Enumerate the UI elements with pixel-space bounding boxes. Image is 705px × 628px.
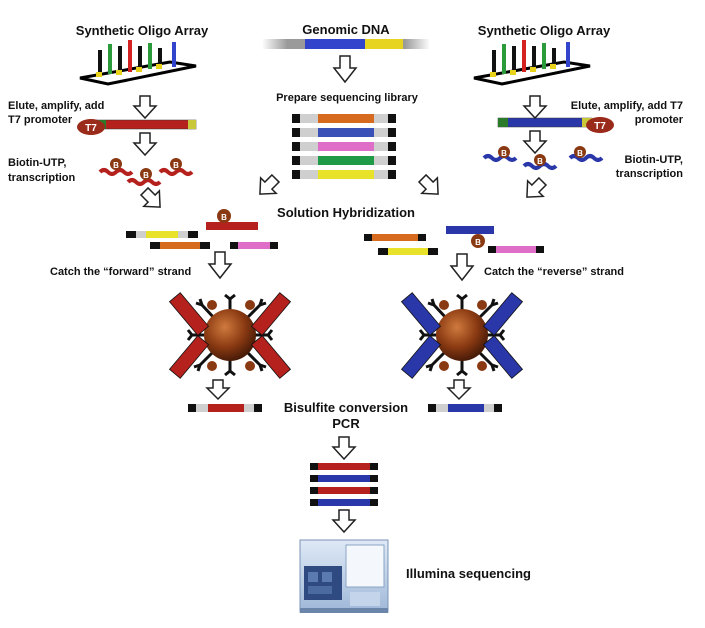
catch-reverse-label: Catch the “reverse” strand [484,266,624,278]
pcr-products [310,463,378,506]
left-biotin-rna-baits [98,158,194,186]
elute-right-line1: Elute, amplify, add T7 [571,100,683,112]
biotin-marker: B [221,213,227,222]
arrow-diagonal [417,173,439,195]
eluted-reverse-strand [428,404,502,412]
right-hybridization-fragments [364,226,544,255]
t7-label-right: T7 [594,121,606,132]
library-fragment [292,142,396,151]
right-oligo-array [473,40,591,86]
biotin-marker: B [113,161,119,170]
elute-left-line1: Elute, amplify, add [8,100,104,112]
left-hybridization-fragments [126,209,278,249]
labels: Synthetic Oligo Array Synthetic Oligo Ar… [8,22,684,581]
t7-label-left: T7 [85,123,97,134]
library-fragment [292,170,396,179]
bisulfite-label: Bisulfite conversion [284,400,408,415]
prepare-library-label: Prepare sequencing library [276,92,419,104]
arrow-diagonal [526,176,548,198]
arrow-diagonal [139,186,161,208]
sequencing-library [292,114,396,179]
biotin-left-line1: Biotin-UTP, [8,157,66,169]
flow-arrows [132,55,548,534]
arrow-down [522,130,548,155]
biotin-right-line2: transcription [616,168,684,180]
right-amplified-strand: T7 [497,117,614,133]
biotin-marker: B [173,161,179,170]
biotin-marker: B [577,149,583,158]
biotin-marker: B [501,149,507,158]
right-array-label: Synthetic Oligo Array [478,23,611,38]
library-fragment [292,128,396,137]
arrow-down [332,55,358,84]
arrow-down [522,95,548,120]
biotin-marker: B [475,238,481,247]
library-fragment [292,114,396,123]
solution-hybridization-label: Solution Hybridization [277,205,415,220]
arrow-down [449,253,475,282]
right-biotin-rna-baits [482,146,604,170]
catch-forward-label: Catch the “forward” strand [50,266,191,278]
arrow-down [331,509,357,534]
arrow-down [205,379,231,401]
pcr-label: PCR [332,416,360,431]
biotin-left-line2: transcription [8,172,76,184]
arrow-down [446,379,472,401]
biotin-marker: B [537,157,543,166]
left-array-label: Synthetic Oligo Array [76,23,209,38]
eluted-forward-strand [188,404,262,412]
arrow-down [132,95,158,120]
left-amplified-strand: T7 [77,119,197,135]
illumina-sequencer-image [299,539,389,613]
biotin-right-line1: Biotin-UTP, [625,154,683,166]
arrow-down [132,132,158,157]
genomic-dna-label: Genomic DNA [302,22,390,37]
elute-right-line2: promoter [635,114,684,126]
arrow-down [207,251,233,280]
right-streptavidin-bead [400,292,524,379]
left-oligo-array [79,40,197,86]
illumina-label: Illumina sequencing [406,566,531,581]
arrow-diagonal [259,173,281,195]
genomic-dna-strand [262,39,430,49]
biotin-marker: B [143,171,149,180]
elute-left-line2: T7 promoter [8,114,73,126]
arrow-down [331,436,357,461]
left-streptavidin-bead [168,292,292,379]
library-fragment [292,156,396,165]
